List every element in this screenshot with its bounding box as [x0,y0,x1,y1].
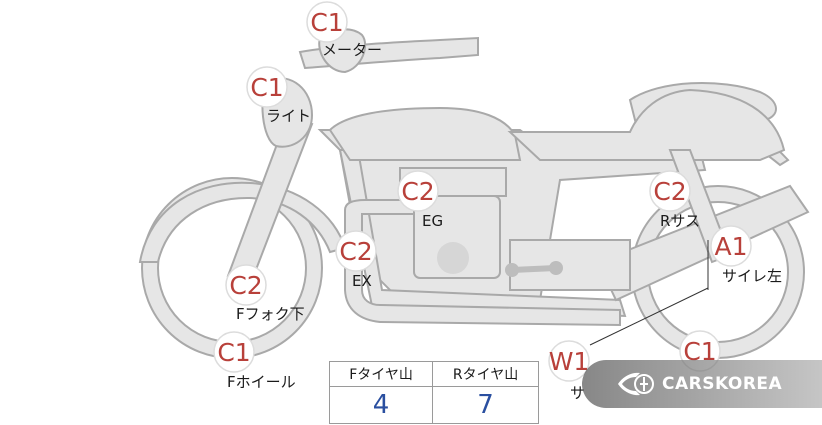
callout-label: EG [422,212,443,230]
callout-code: C2 [229,271,262,300]
callout-badge [548,340,590,382]
table-value-row: 4 7 [328,386,539,424]
motorcycle-illustration [138,28,810,359]
callout-badge [246,66,288,108]
callout-w1: W1 サ [548,340,590,402]
callout-label: Fホイール [227,373,296,391]
callout-badge [335,230,377,272]
callout-engine: C2 EG [397,170,443,230]
callout-code: C1 [310,8,343,37]
front-tread-value: 4 [328,386,434,424]
engine-cover [437,242,469,274]
footrest [509,265,559,273]
rear-tread-value: 7 [432,386,539,424]
carskorea-watermark: CARSKOREA [582,360,822,408]
callout-badge [213,331,255,373]
callout-label: Fフォク下 [236,305,305,323]
callout-badge [306,1,348,43]
callout-front-fork-lower: C2 Fフォク下 [225,264,305,323]
footrest-peg-left [505,263,519,277]
callout-badge [710,225,752,267]
callout-code: C2 [339,237,372,266]
table-header-row: Fタイヤ山 Rタイヤ山 [328,361,539,387]
engine-case [413,195,501,279]
carskorea-logo-icon [618,372,654,396]
callout-muffler-left: A1 サイレ左 [710,225,782,285]
callout-rear-suspension: C2 Rサス [649,170,700,230]
seat [507,88,786,161]
swing-arm [509,239,631,291]
callout-badge [397,170,439,212]
tire-tread-table: Fタイヤ山 Rタイヤ山 4 7 [328,361,539,424]
footrest-peg-right [549,261,563,275]
leader-line-w1 [589,287,709,346]
callout-label: Rサス [660,212,700,230]
callout-exhaust: C2 EX [335,230,377,290]
callout-code: A1 [714,232,747,261]
callout-front-wheel: C1 Fホイール [213,331,296,391]
fuel-tank [328,106,522,161]
callout-code: W1 [549,347,590,376]
callout-label: EX [352,272,372,290]
rear-tread-header: Rタイヤ山 [432,361,539,387]
watermark-text: CARSKOREA [662,374,783,394]
callout-badge [225,264,267,306]
callout-label: ライト [266,107,311,125]
callout-code: C1 [250,73,283,102]
callout-meter: C1 メーター [306,1,382,59]
callout-label: メーター [322,41,382,59]
callout-label: サイレ左 [722,267,782,285]
callout-code: C1 [217,338,250,367]
front-tread-header: Fタイヤ山 [328,361,434,387]
exhaust-pipe [344,199,621,327]
callout-badge [649,170,691,212]
callout-code: C2 [653,177,686,206]
callout-light: C1 ライト [246,66,311,125]
callout-code: C2 [401,177,434,206]
callout-label: サ [570,384,585,402]
